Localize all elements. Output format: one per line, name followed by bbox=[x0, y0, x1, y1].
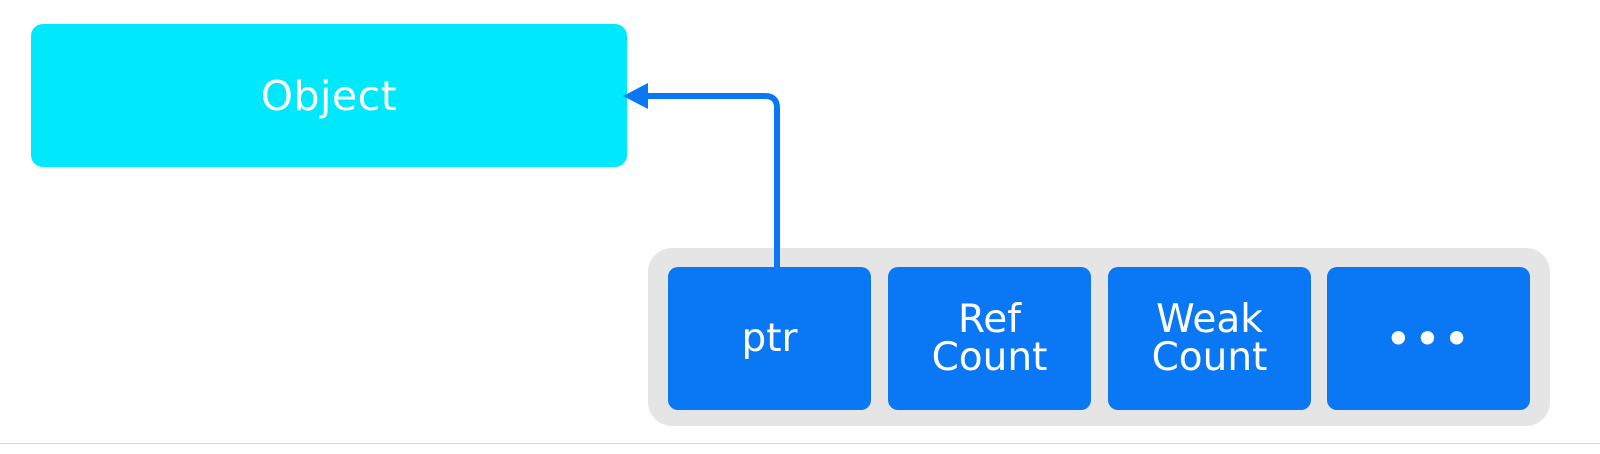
object-node: Object bbox=[31, 24, 627, 167]
ellipsis-cell: ••• bbox=[1327, 267, 1530, 410]
bottom-divider bbox=[0, 443, 1600, 444]
ellipsis-label: ••• bbox=[1384, 311, 1473, 366]
ptr-label: ptr bbox=[741, 315, 798, 361]
ref-count-label: Ref Count bbox=[931, 296, 1048, 380]
ptr-cell: ptr bbox=[668, 267, 871, 410]
object-label: Object bbox=[260, 71, 398, 120]
weak-count-cell: Weak Count bbox=[1108, 267, 1311, 410]
ref-count-cell: Ref Count bbox=[888, 267, 1091, 410]
pointer-arrow-line bbox=[646, 93, 780, 267]
weak-count-label: Weak Count bbox=[1151, 296, 1268, 380]
